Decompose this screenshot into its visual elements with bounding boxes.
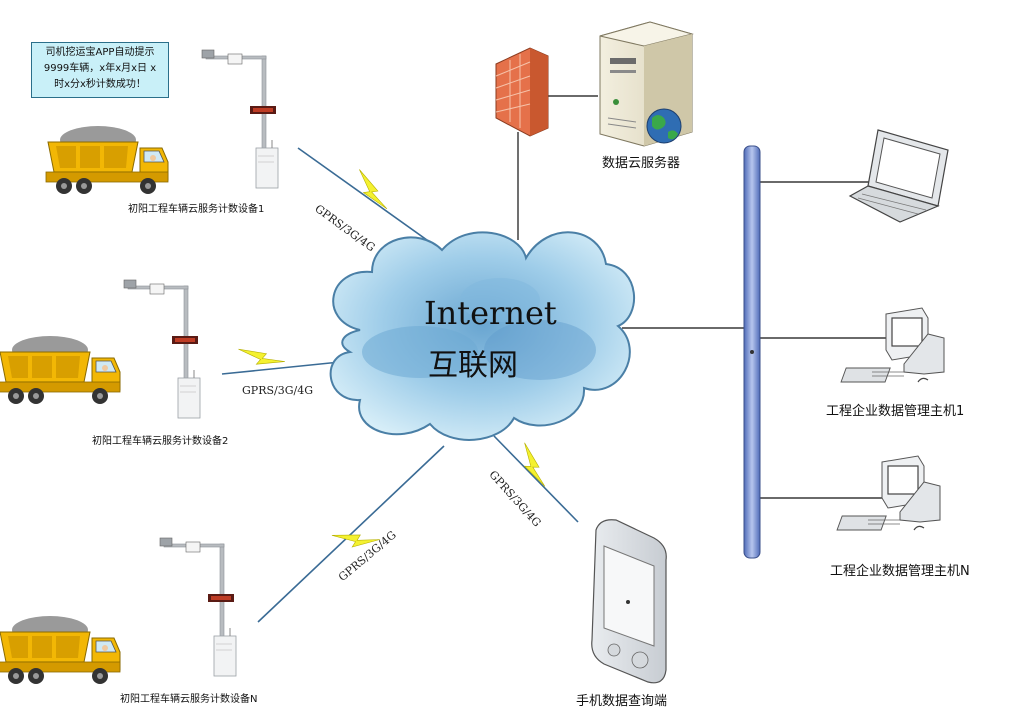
device-label-2: 初阳工程车辆云服务计数设备2 <box>92 436 229 447</box>
callout-line: 司机挖运宝APP自动提示 <box>45 47 155 58</box>
desktop-computer-icon <box>840 307 945 383</box>
callout-line: 9999车辆，x年x月x日 x <box>43 63 157 74</box>
link-label-device2: GPRS/3G/4G <box>242 384 313 397</box>
cloud-title-en: Internet <box>424 294 557 332</box>
counting-device-pole-icon <box>123 279 201 419</box>
cloud-title-zh: 互联网 <box>428 348 518 383</box>
app-notification-callout: 司机挖运宝APP自动提示 9999车辆，x年x月x日 x 时x分x秒计数成功！ <box>31 42 169 98</box>
counting-device-pole-icon <box>201 49 279 189</box>
laptop-icon <box>848 129 949 223</box>
lightning-icon <box>353 169 394 210</box>
mobile-phone-icon <box>591 519 667 684</box>
link-line-device2 <box>221 361 341 375</box>
server-label: 数据云服务器 <box>602 156 681 171</box>
host-label-n: 工程企业数据管理主机N <box>830 564 970 579</box>
mobile-label: 手机数据查询端 <box>576 694 668 709</box>
dump-truck-icon <box>0 615 121 685</box>
desktop-computer-icon <box>836 455 941 531</box>
dump-truck-icon <box>45 125 169 195</box>
link-line-mobile <box>493 435 579 523</box>
callout-line: 时x分x秒计数成功！ <box>54 79 146 90</box>
cloud-server-icon <box>599 21 694 147</box>
dump-truck-icon <box>0 335 121 405</box>
link-line-device1 <box>297 147 449 256</box>
link-line-deviceN <box>257 445 445 623</box>
host-label-1: 工程企业数据管理主机1 <box>826 404 965 419</box>
device-label-1: 初阳工程车辆云服务计数设备1 <box>128 204 265 215</box>
links <box>221 95 888 623</box>
internet-cloud <box>329 231 636 441</box>
lightning-icon <box>512 442 557 487</box>
firewall-icon <box>495 47 549 137</box>
counting-device-pole-icon <box>159 537 237 677</box>
device-label-n: 初阳工程车辆云服务计数设备N <box>120 694 258 705</box>
